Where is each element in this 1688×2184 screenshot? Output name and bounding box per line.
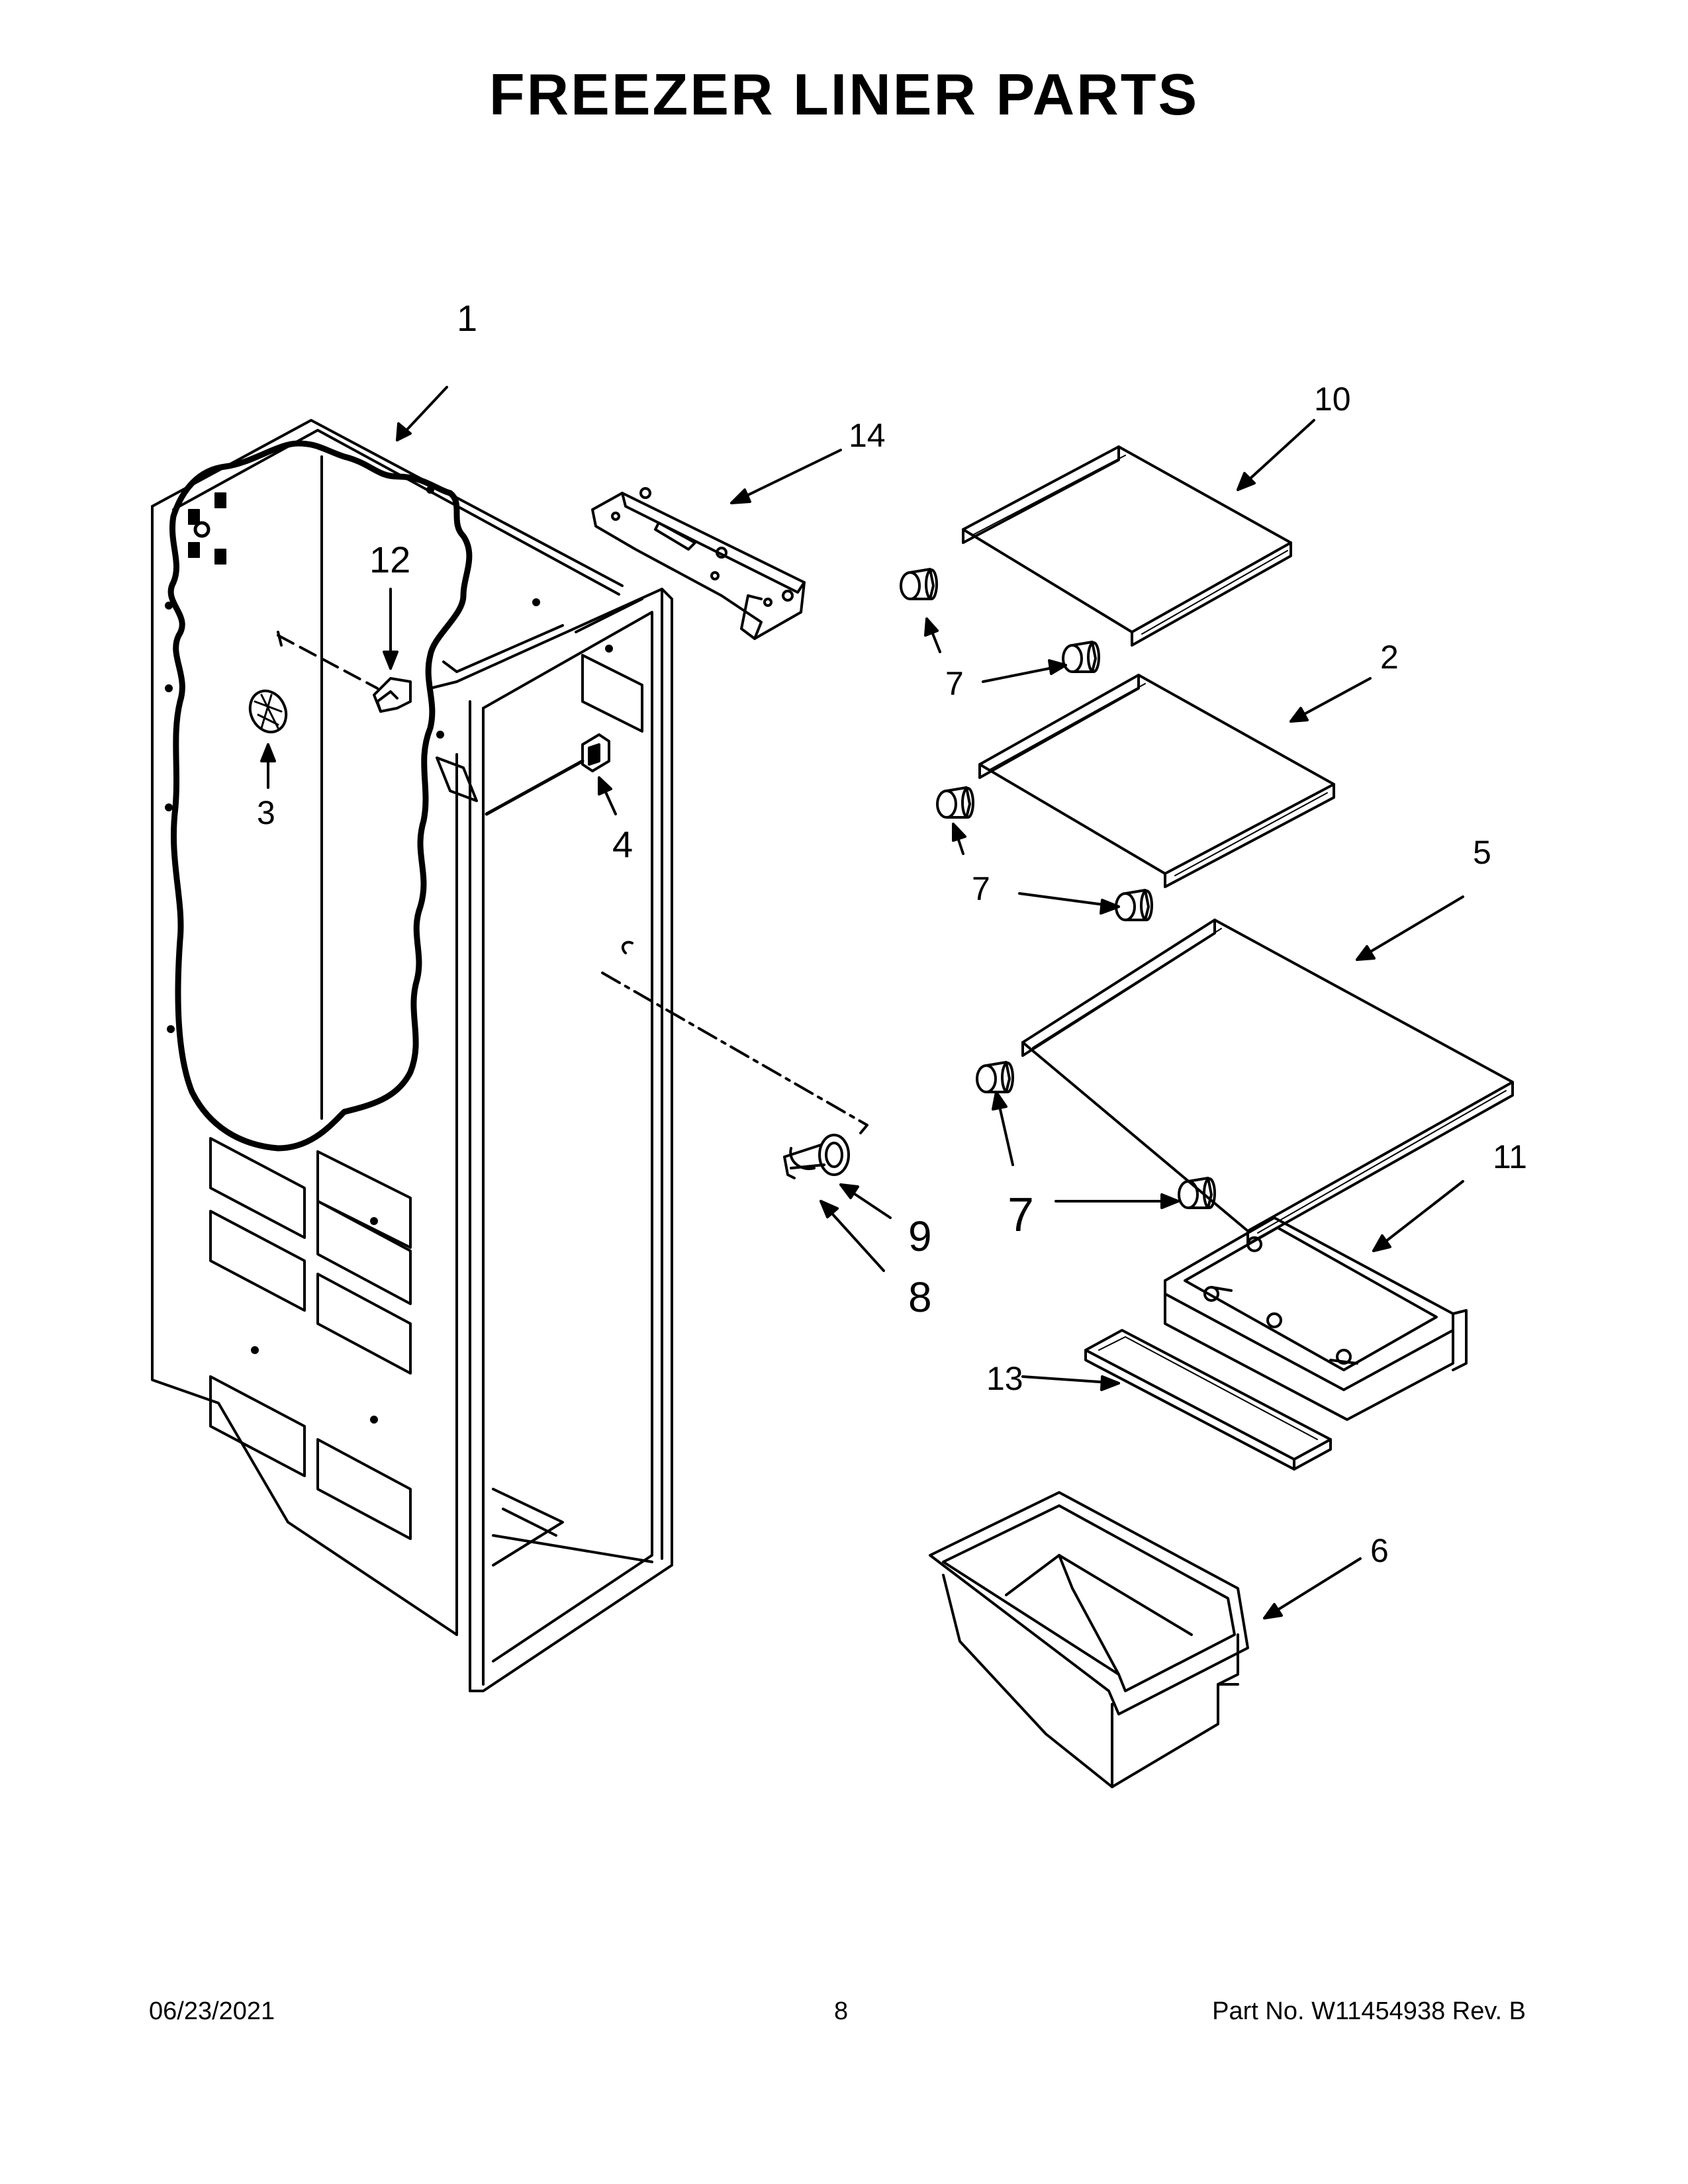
footer-page-number: 8 xyxy=(834,1997,849,2025)
callout-6: 6 xyxy=(1370,1532,1389,1569)
footer-part-number: Part No. W11454938 Rev. B xyxy=(1212,1997,1526,2025)
part-5-shelf xyxy=(1021,919,1514,1246)
part-3-knob xyxy=(248,689,288,734)
callout-14: 14 xyxy=(849,417,886,454)
callout-8: 8 xyxy=(908,1273,932,1321)
callout-7b: 7 xyxy=(972,870,990,907)
callout-2: 2 xyxy=(1380,639,1399,676)
part-2-shelf xyxy=(978,674,1335,888)
callout-11: 11 xyxy=(1493,1138,1527,1175)
part-11-frame xyxy=(1164,1216,1468,1421)
callout-5: 5 xyxy=(1473,834,1491,871)
page-title: FREEZER LINER PARTS xyxy=(489,62,1199,127)
part-13-glass xyxy=(1084,1329,1332,1471)
part-12-clip xyxy=(277,631,412,713)
callout-4: 4 xyxy=(612,823,633,865)
part-4-bracket xyxy=(485,733,610,816)
freezer-liner xyxy=(151,419,673,1692)
callout-13: 13 xyxy=(986,1360,1023,1397)
part-14-bracket xyxy=(591,487,806,640)
callout-12: 12 xyxy=(369,539,410,580)
part-8-9-fastener xyxy=(601,940,868,1179)
callout-1: 1 xyxy=(457,297,477,339)
part-6-bin xyxy=(929,1491,1249,1788)
callout-3: 3 xyxy=(257,794,275,831)
shelf-supports xyxy=(900,568,1216,1209)
callout-7a: 7 xyxy=(945,665,964,702)
callout-10: 10 xyxy=(1314,381,1351,418)
part-10-shelf xyxy=(962,445,1292,647)
leader-arrows xyxy=(260,386,1464,1619)
footer-date: 06/23/2021 xyxy=(149,1997,275,2025)
callout-7c: 7 xyxy=(1008,1189,1034,1242)
callout-labels: 1 12 3 4 14 10 7 2 7 5 7 11 13 9 8 6 xyxy=(257,297,1527,1569)
callout-9: 9 xyxy=(908,1212,932,1260)
